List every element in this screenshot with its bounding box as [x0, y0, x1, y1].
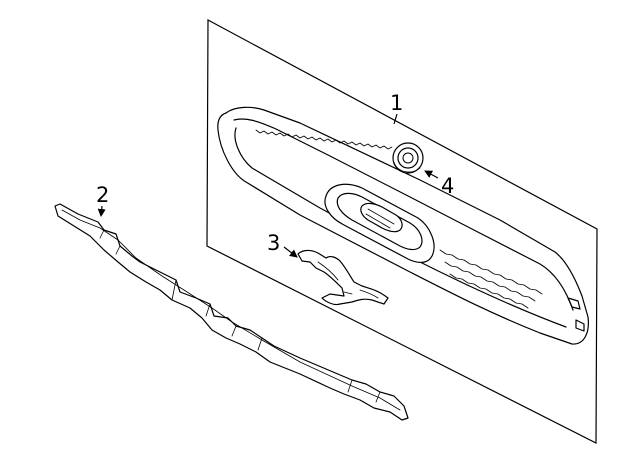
callout-2: 2	[96, 183, 109, 207]
part-1-garnish	[217, 106, 589, 345]
callout-4: 4	[441, 174, 454, 198]
leader-1	[393, 113, 398, 125]
leader-2	[97, 205, 106, 217]
part-3-pony-emblem	[297, 249, 389, 306]
leader-lines	[97, 113, 439, 258]
leader-4	[424, 170, 439, 179]
callout-1: 1	[390, 91, 403, 115]
part-4-grommet	[392, 142, 424, 174]
part-2-seal-strip	[54, 203, 409, 421]
leader-3	[283, 246, 298, 258]
callout-3: 3	[267, 231, 280, 255]
